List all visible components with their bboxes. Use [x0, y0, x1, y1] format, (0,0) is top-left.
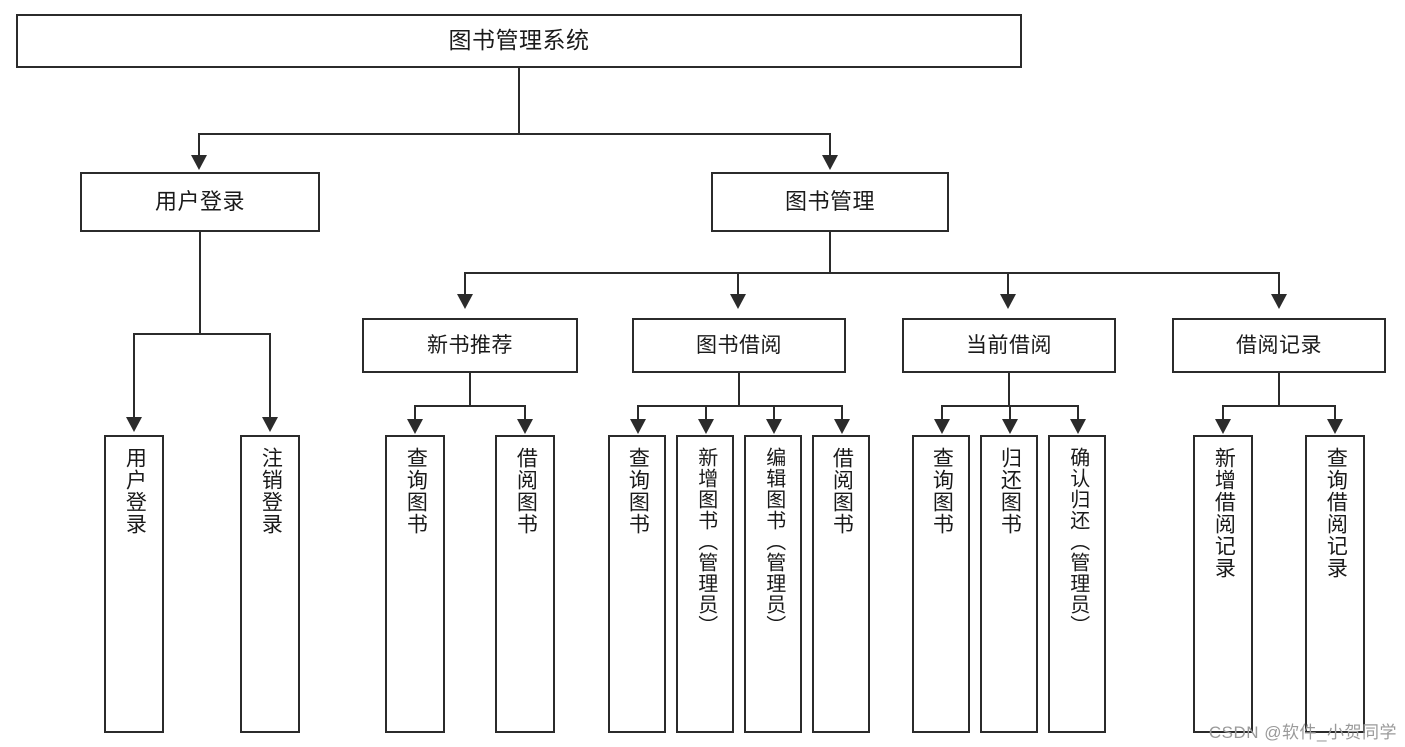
connector-nbr-stem: [469, 373, 471, 405]
arrow-br-to-leaf-0: [1215, 419, 1231, 434]
arrow-user-login-to-leaf-1: [262, 417, 278, 432]
leaf-label: 确认归还（管理员）: [1066, 447, 1089, 636]
leaf-label: 新增图书（管理员）: [694, 447, 717, 636]
arrow-br-to-leaf-1: [1327, 419, 1343, 434]
node-label: 图书管理: [784, 188, 875, 214]
leaf-label: 查询图书: [930, 447, 954, 535]
arrow-bm-to-lvl2-0: [457, 294, 473, 309]
connector-nbr-to-leaf-1: [524, 405, 526, 421]
connector-bb-bar: [637, 405, 843, 407]
leaf-user-login[interactable]: 用户登录: [104, 435, 164, 733]
leaf-label: 查询图书: [404, 447, 428, 535]
node-new-book-recommend[interactable]: 新书推荐: [362, 318, 578, 373]
leaf-label: 查询图书: [626, 447, 650, 535]
connector-root-to-user-login: [198, 133, 200, 157]
connector-root-stem: [518, 68, 520, 133]
arrow-root-to-book-management: [822, 155, 838, 170]
node-label: 新书推荐: [427, 333, 513, 357]
leaf-label: 归还图书: [998, 447, 1022, 535]
node-user-login[interactable]: 用户登录: [80, 172, 320, 232]
connector-user-login-bar: [133, 333, 270, 335]
connector-bm-to-lvl2-3: [1278, 272, 1280, 296]
connector-bb-to-leaf-3: [841, 405, 843, 421]
connector-bb-to-leaf-1: [705, 405, 707, 421]
leaf-label: 查询借阅记录: [1324, 447, 1348, 579]
leaf-label: 借阅图书: [514, 447, 538, 535]
arrow-bm-to-lvl2-2: [1000, 294, 1016, 309]
leaf-borrow-book-bb[interactable]: 借阅图书: [812, 435, 870, 733]
arrow-nbr-to-leaf-1: [517, 419, 533, 434]
leaf-add-book-admin[interactable]: 新增图书（管理员）: [676, 435, 734, 733]
connector-bb-stem: [738, 373, 740, 405]
connector-bm-to-lvl2-0: [464, 272, 466, 296]
arrow-cb-to-leaf-1: [1002, 419, 1018, 434]
connector-cb-to-leaf-0: [941, 405, 943, 421]
node-label: 当前借阅: [966, 333, 1052, 357]
arrow-bm-to-lvl2-3: [1271, 294, 1287, 309]
arrow-bb-to-leaf-0: [630, 419, 646, 434]
leaf-query-book-bb[interactable]: 查询图书: [608, 435, 666, 733]
connector-nbr-to-leaf-0: [414, 405, 416, 421]
leaf-borrow-book-nbr[interactable]: 借阅图书: [495, 435, 555, 733]
connector-bm-to-lvl2-2: [1007, 272, 1009, 296]
leaf-edit-book-admin[interactable]: 编辑图书（管理员）: [744, 435, 802, 733]
leaf-label: 用户登录: [123, 447, 147, 535]
node-book-borrow[interactable]: 图书借阅: [632, 318, 846, 373]
connector-user-login-to-leaf-1: [269, 333, 271, 419]
connector-book-management-stem: [829, 232, 831, 272]
arrow-cb-to-leaf-0: [934, 419, 950, 434]
leaf-query-borrow-record[interactable]: 查询借阅记录: [1305, 435, 1365, 733]
connector-br-to-leaf-1: [1334, 405, 1336, 421]
arrow-user-login-to-leaf-0: [126, 417, 142, 432]
node-current-borrow[interactable]: 当前借阅: [902, 318, 1116, 373]
connector-user-login-stem: [199, 232, 201, 333]
connector-cb-to-leaf-2: [1077, 405, 1079, 421]
node-borrow-record[interactable]: 借阅记录: [1172, 318, 1386, 373]
connector-book-management-bar: [464, 272, 1280, 274]
connector-nbr-bar: [414, 405, 526, 407]
connector-cb-to-leaf-1: [1009, 405, 1011, 421]
arrow-nbr-to-leaf-0: [407, 419, 423, 434]
connector-cb-stem: [1008, 373, 1010, 405]
node-label: 图书管理系统: [448, 27, 590, 54]
connector-root-to-book-management: [829, 133, 831, 157]
connector-root-bar: [198, 133, 830, 135]
arrow-bb-to-leaf-1: [698, 419, 714, 434]
connector-bm-to-lvl2-1: [737, 272, 739, 296]
leaf-label: 新增借阅记录: [1212, 447, 1236, 579]
leaf-label: 借阅图书: [830, 447, 854, 535]
csdn-watermark: CSDN @软件_小贺同学: [1208, 723, 1397, 742]
arrow-root-to-user-login: [191, 155, 207, 170]
arrow-bb-to-leaf-3: [834, 419, 850, 434]
node-label: 图书借阅: [696, 333, 782, 357]
arrow-bb-to-leaf-2: [766, 419, 782, 434]
node-book-management-system[interactable]: 图书管理系统: [16, 14, 1022, 68]
connector-br-to-leaf-0: [1222, 405, 1224, 421]
node-label: 用户登录: [154, 188, 245, 214]
node-label: 借阅记录: [1236, 333, 1322, 357]
leaf-return-book[interactable]: 归还图书: [980, 435, 1038, 733]
connector-bb-to-leaf-2: [773, 405, 775, 421]
leaf-query-book-nbr[interactable]: 查询图书: [385, 435, 445, 733]
leaf-query-book-cb[interactable]: 查询图书: [912, 435, 970, 733]
arrow-bm-to-lvl2-1: [730, 294, 746, 309]
connector-br-bar: [1222, 405, 1336, 407]
node-book-management[interactable]: 图书管理: [711, 172, 949, 232]
connector-user-login-to-leaf-0: [133, 333, 135, 419]
arrow-cb-to-leaf-2: [1070, 419, 1086, 434]
leaf-label: 注销登录: [259, 447, 283, 535]
connector-bb-to-leaf-0: [637, 405, 639, 421]
connector-br-stem: [1278, 373, 1280, 405]
leaf-confirm-return-admin[interactable]: 确认归还（管理员）: [1048, 435, 1106, 733]
leaf-add-borrow-record[interactable]: 新增借阅记录: [1193, 435, 1253, 733]
leaf-logout[interactable]: 注销登录: [240, 435, 300, 733]
leaf-label: 编辑图书（管理员）: [762, 447, 785, 636]
